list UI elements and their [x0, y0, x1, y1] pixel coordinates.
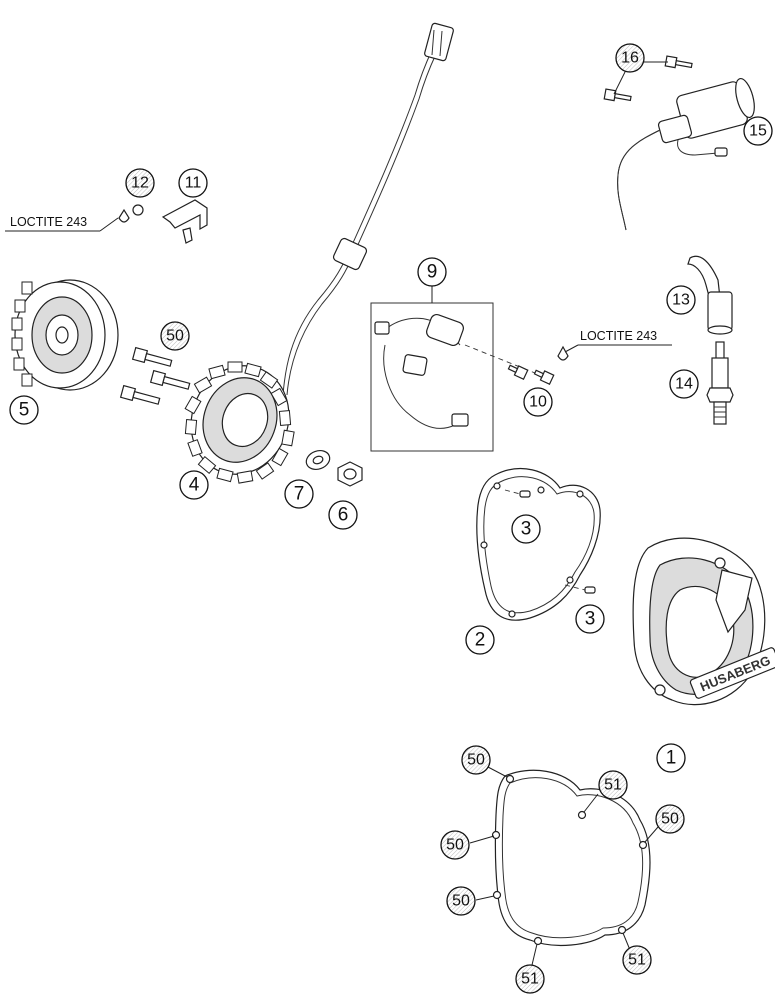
svg-text:9: 9: [427, 262, 438, 283]
cable-bracket: [161, 199, 208, 244]
svg-text:13: 13: [672, 292, 690, 309]
svg-text:LOCTITE 243: LOCTITE 243: [10, 215, 87, 229]
callout-13: 13: [666, 285, 696, 315]
svg-text:1: 1: [666, 748, 677, 769]
callout-9: 9: [417, 257, 447, 287]
callout-10: 10: [523, 387, 553, 417]
bracket-screw: [118, 204, 144, 223]
svg-text:50: 50: [446, 837, 464, 854]
svg-text:7: 7: [294, 484, 305, 505]
svg-text:11: 11: [185, 175, 202, 192]
callout-6: 6: [328, 500, 358, 530]
stator: [184, 361, 295, 484]
callout-14: 14: [669, 369, 699, 399]
svg-text:15: 15: [749, 123, 767, 140]
callout-1: 1: [656, 743, 686, 773]
flywheel-nut: [337, 461, 363, 487]
loctite-note-left: LOCTITE 243: [10, 215, 87, 229]
svg-text:50: 50: [452, 893, 470, 910]
callout-3a: 3: [511, 514, 541, 544]
svg-text:4: 4: [189, 475, 200, 496]
callout-50e: 50: [446, 886, 476, 916]
callout-51a: 51: [598, 770, 628, 800]
callout-50a: 50: [160, 321, 190, 351]
callout-12: 12: [125, 168, 155, 198]
callout-16: 16: [615, 43, 645, 73]
callout-51b: 51: [622, 945, 652, 975]
callout-5: 5: [9, 395, 39, 425]
flywheel: [11, 279, 119, 391]
svg-text:50: 50: [467, 752, 485, 769]
svg-text:5: 5: [19, 400, 30, 421]
callout-2: 2: [465, 625, 495, 655]
washer: [305, 449, 331, 471]
ignition-coil: [617, 77, 755, 231]
callout-11: 11: [178, 168, 208, 198]
pulse-generator-box: [370, 302, 541, 452]
dowel-pins: [504, 489, 596, 594]
svg-text:51: 51: [521, 971, 539, 988]
svg-text:51: 51: [604, 777, 622, 794]
callout-3b: 3: [575, 604, 605, 634]
callout-15: 15: [743, 116, 773, 146]
svg-text:3: 3: [585, 609, 596, 630]
svg-text:LOCTITE 243: LOCTITE 243: [580, 329, 657, 343]
ignition-cover-gasket: [476, 467, 601, 621]
svg-text:14: 14: [675, 376, 693, 393]
svg-text:2: 2: [475, 630, 486, 651]
cover-gasket-lower: [491, 769, 651, 946]
svg-text:51: 51: [628, 952, 646, 969]
svg-text:16: 16: [621, 50, 639, 67]
cable-grommet: [332, 237, 368, 271]
ignition-cover: HUSABERG: [632, 537, 775, 706]
spark-plug-cap: [687, 255, 733, 335]
loctite-note-right: LOCTITE 243: [580, 329, 657, 343]
callout-4: 4: [179, 470, 209, 500]
spark-plug: [706, 341, 734, 425]
coil-screws: [603, 55, 693, 102]
stator-bolts: [119, 346, 191, 405]
svg-text:3: 3: [521, 519, 532, 540]
leader-lines: [5, 61, 672, 966]
callout-51c: 51: [515, 964, 545, 994]
svg-text:50: 50: [166, 328, 184, 345]
svg-text:10: 10: [529, 394, 547, 411]
callout-7: 7: [284, 479, 314, 509]
svg-text:12: 12: [131, 175, 149, 192]
callout-50b: 50: [461, 745, 491, 775]
callout-50d: 50: [655, 804, 685, 834]
svg-text:6: 6: [338, 505, 349, 526]
stator-cable: [282, 22, 454, 396]
svg-text:50: 50: [661, 811, 679, 828]
pulse-screws: [507, 345, 569, 386]
callout-50c: 50: [440, 830, 470, 860]
stator-connector: [424, 22, 454, 62]
